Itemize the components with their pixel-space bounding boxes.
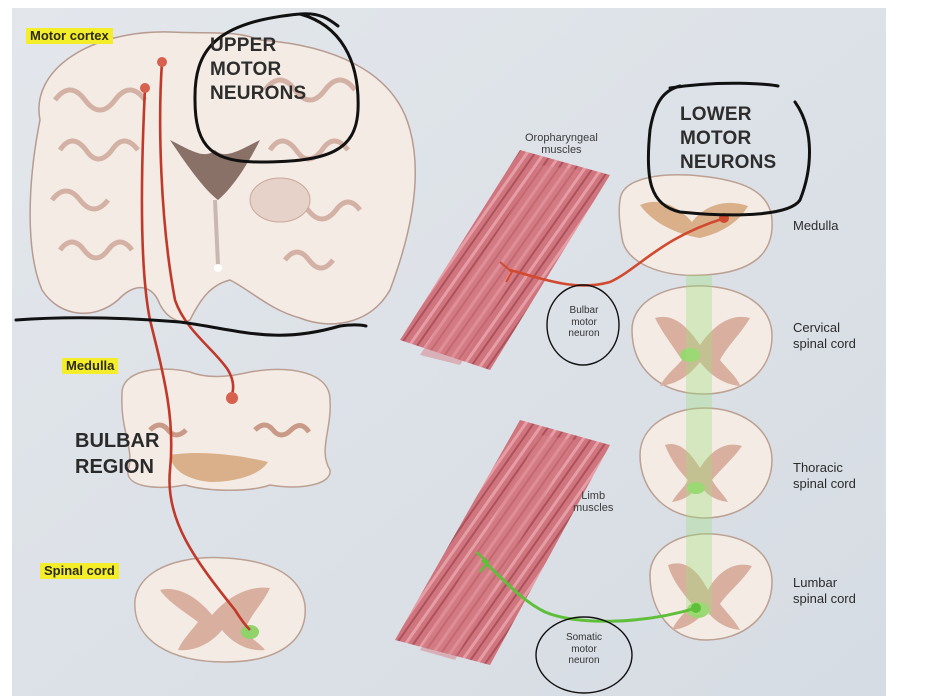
label-oropharyngeal-muscles: Oropharyngeal muscles: [525, 132, 598, 157]
label-upper-motor-neurons: UPPER MOTOR NEURONS: [210, 35, 307, 104]
limb-muscle-bundle: [395, 420, 610, 665]
label-limb-muscles: Limb muscles: [573, 490, 614, 515]
label-spinal-cord-left: Spinal cord: [40, 563, 119, 580]
brain-section: [29, 31, 417, 325]
label-bulbar-motor-neuron: Bulbar motor neuron: [568, 305, 600, 339]
label-thoracic-spinal-cord: Thoracic spinal cord: [793, 460, 856, 492]
label-bulbar-region: BULBAR REGION: [75, 430, 160, 478]
green-spinal-tract: [686, 275, 712, 615]
label-medulla-left: Medulla: [62, 358, 119, 375]
label-motor-cortex: Motor cortex: [26, 28, 113, 45]
cervical-cord-section: [631, 285, 773, 395]
label-lumbar-spinal-cord: Lumbar spinal cord: [793, 575, 856, 607]
upper-motor-tracts: [140, 57, 251, 631]
oropharyngeal-muscle-bundle: [400, 150, 610, 370]
label-lower-motor-neurons: LOWER MOTOR NEURONS: [680, 104, 777, 173]
label-somatic-motor-neuron: Somatic motor neuron: [565, 632, 603, 666]
thoracic-cord-section: [639, 407, 773, 519]
ink-annotations: [14, 12, 811, 694]
spinal-cord-section-left: [134, 556, 306, 663]
medulla-section: [121, 368, 331, 491]
label-medulla-right: Medulla: [793, 218, 839, 233]
label-cervical-spinal-cord: Cervical spinal cord: [793, 320, 856, 352]
